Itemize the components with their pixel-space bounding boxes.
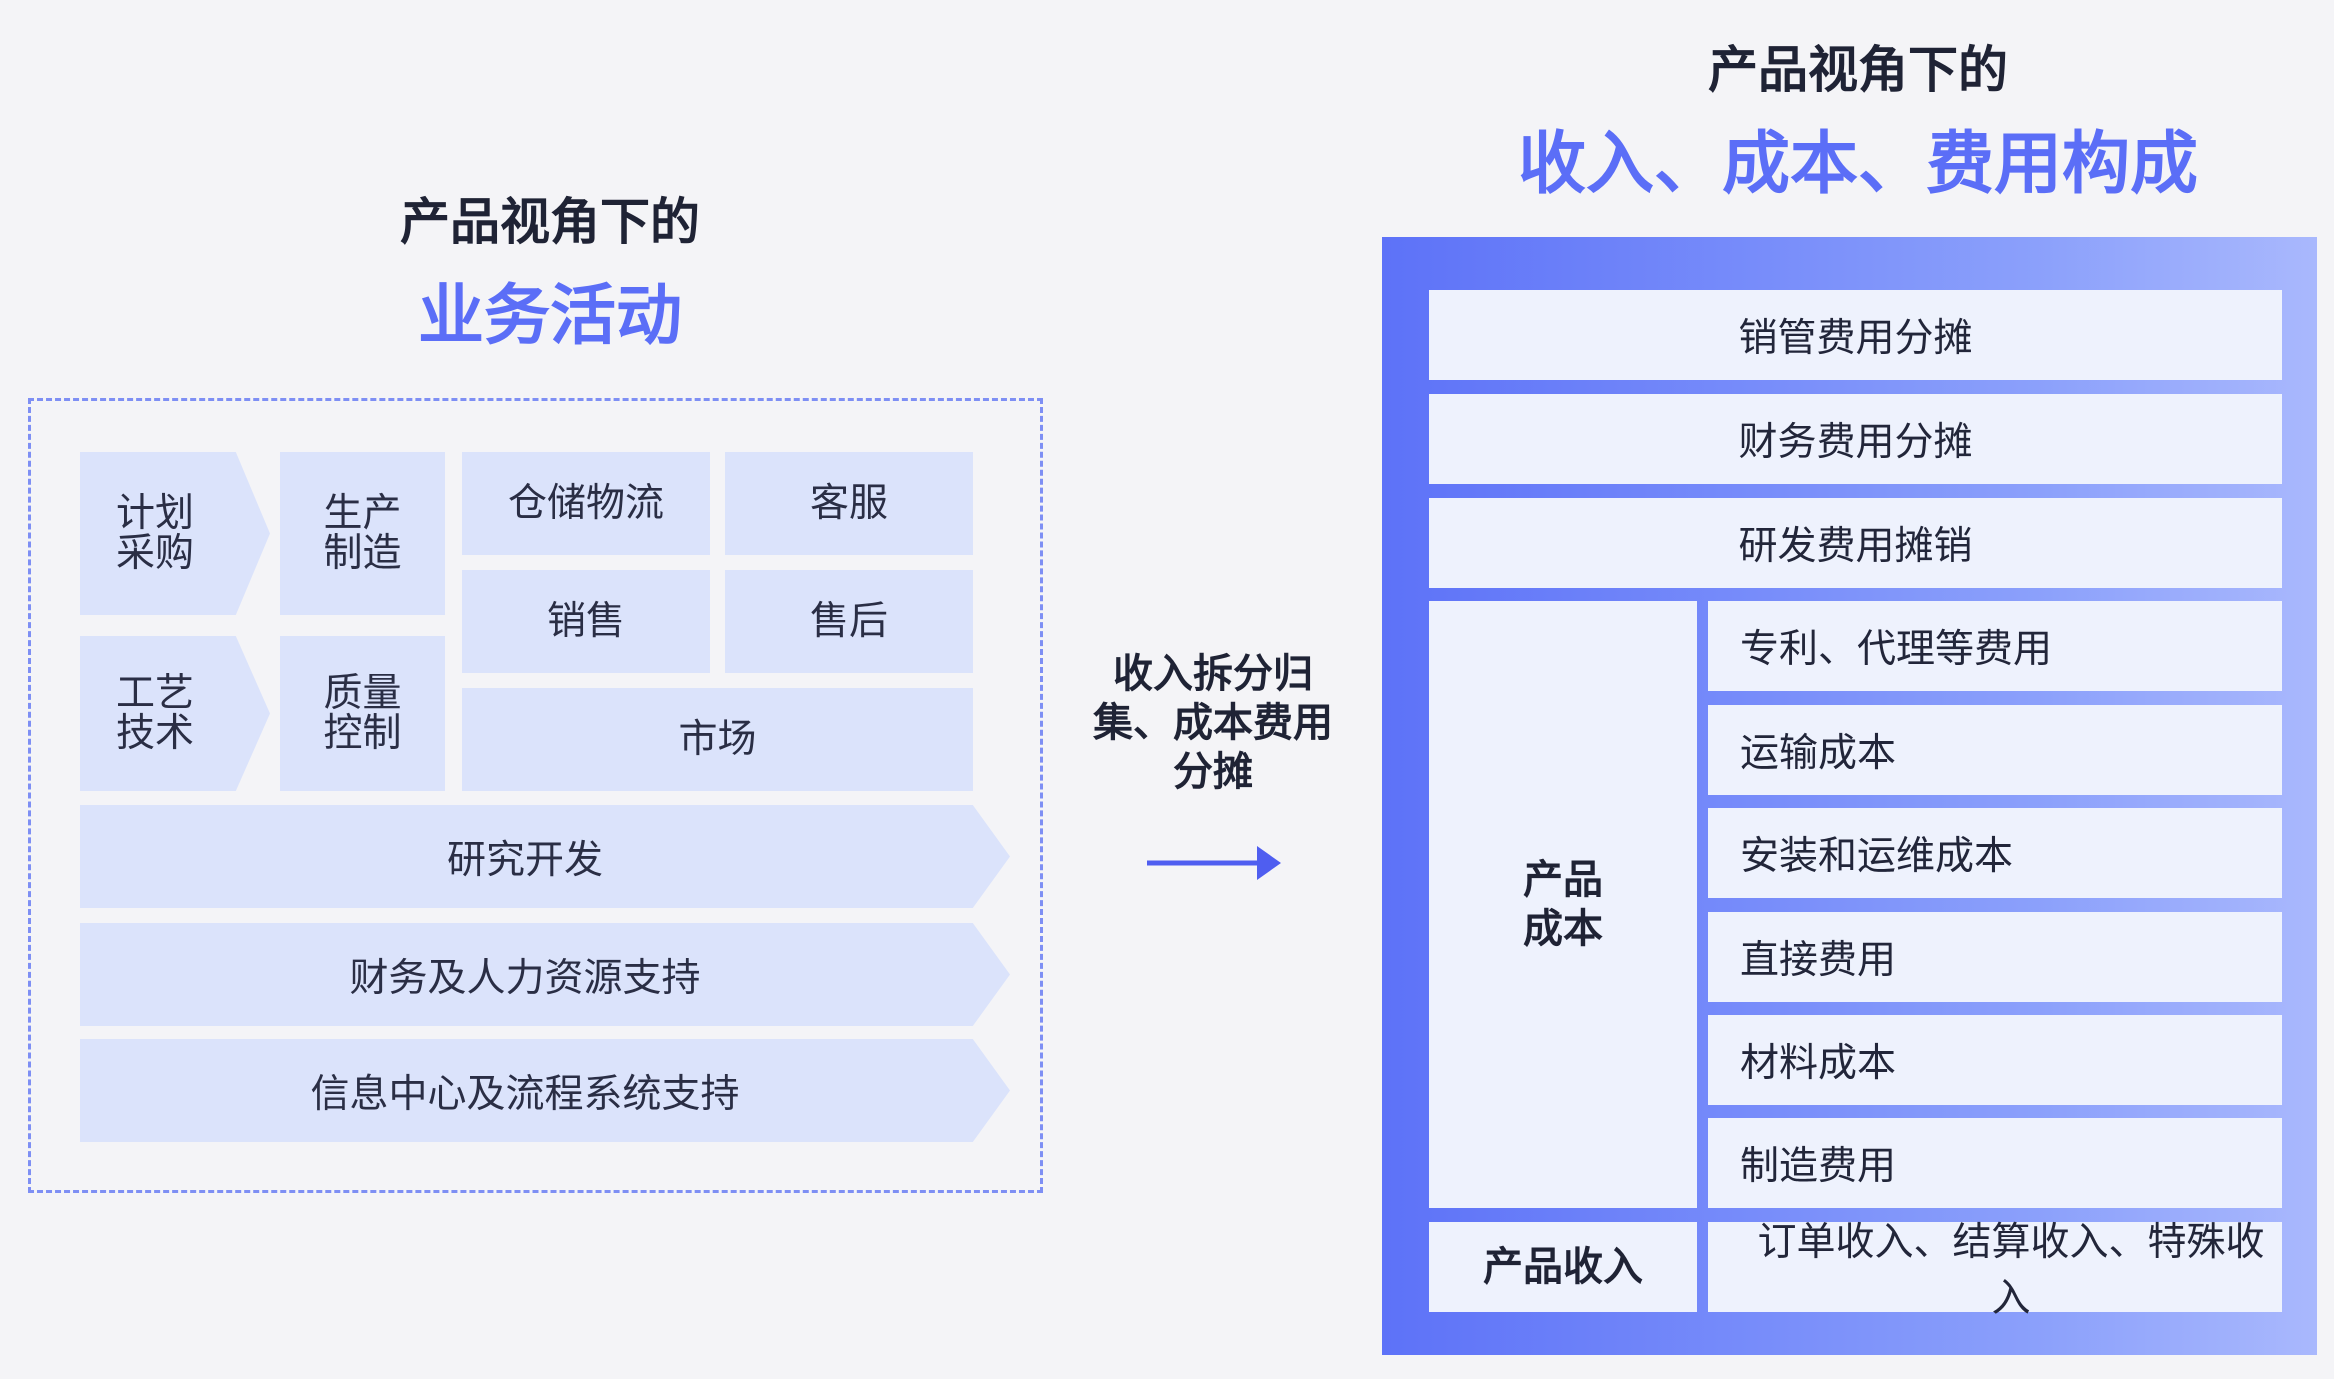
activity-quality: 质量 控制 [280,636,445,791]
activity-info-systems: 信息中心及流程系统支持 [80,1039,1010,1142]
allocation-label-line2: 集、成本费用 [1093,699,1333,746]
activity-quality-line2: 控制 [323,710,402,756]
cost-item-manufacturing: 制造费用 [1708,1118,2282,1208]
activity-quality-line1: 质量 [323,670,402,716]
product-cost-label: 产品 成本 [1429,601,1697,1208]
cost-item-material: 材料成本 [1708,1015,2282,1105]
allocation-label-line1: 收入拆分归 [1113,651,1313,697]
activity-produce-line2: 制造 [323,530,402,576]
activity-craft-line2: 技术 [116,710,195,756]
right-subtitle: 产品视角下的 [1708,41,2008,99]
activity-plan-line2: 采购 [116,530,195,576]
activity-rnd: 研究开发 [80,805,1010,908]
left-title: 业务活动 [418,277,682,354]
activity-aftersales: 售后 [725,570,973,673]
activity-plan-purchase: 计划 采购 [80,452,270,615]
cost-item-patent: 专利、代理等费用 [1708,601,2282,691]
cost-item-installation: 安装和运维成本 [1708,808,2282,898]
cost-item-direct: 直接费用 [1708,912,2282,1002]
row-rnd-amortization: 研发费用摊销 [1429,498,2282,588]
activity-craft-line1: 工艺 [116,670,195,716]
arrow-right-icon [1147,846,1281,880]
activity-finance-hr: 财务及人力资源支持 [80,923,1010,1026]
cost-item-transport: 运输成本 [1708,705,2282,795]
activity-produce: 生产 制造 [280,452,445,615]
activity-service: 客服 [725,452,973,555]
product-cost-label-line2: 成本 [1523,905,1603,952]
activity-market: 市场 [462,688,973,791]
row-sales-admin-allocation: 销管费用分摊 [1429,290,2282,380]
allocation-label-line3: 分摊 [1173,748,1253,795]
business-activities-frame [28,398,1043,1193]
activity-craft-tech: 工艺 技术 [80,636,270,791]
right-title: 收入、成本、费用构成 [1517,125,2198,204]
product-revenue-value: 订单收入、结算收入、特殊收入 [1708,1220,2282,1321]
activity-warehouse: 仓储物流 [462,452,710,555]
activity-sales: 销售 [462,570,710,673]
activity-plan-line1: 计划 [116,490,195,536]
row-finance-allocation: 财务费用分摊 [1429,394,2282,484]
activity-produce-line1: 生产 [323,490,402,536]
product-cost-label-line1: 产品 [1523,856,1603,903]
left-subtitle: 产品视角下的 [400,193,700,251]
allocation-label: 收入拆分归 集、成本费用 分摊 [1088,650,1338,796]
product-revenue-label: 产品收入 [1429,1222,1697,1312]
